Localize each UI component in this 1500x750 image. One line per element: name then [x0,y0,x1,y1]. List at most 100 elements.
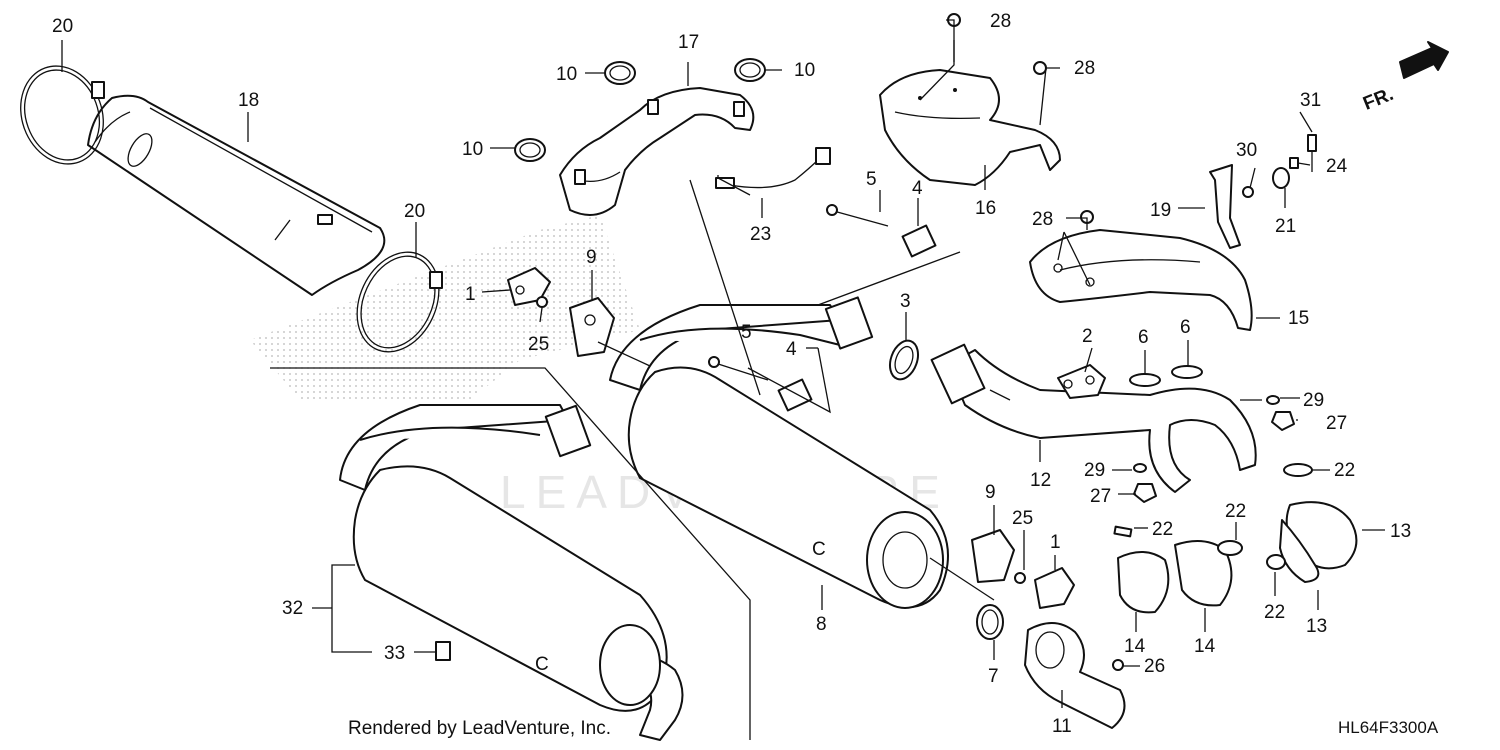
front-arrow-icon [1399,41,1449,79]
callout-17: 17 [678,32,699,53]
callout-7: 7 [988,666,999,687]
callout-10-b: 10 [794,60,815,81]
bracket-1-upper [507,267,551,306]
callout-29-a: 29 [1303,390,1324,411]
band-20-lower [356,251,443,353]
callout-25-a: 25 [528,334,549,355]
callout-29-b: 29 [1084,460,1105,481]
callout-22-a: 22 [1334,460,1355,481]
callout-22-c: 22 [1225,501,1246,522]
cover-13-lower [1279,519,1320,583]
footer-credit: Rendered by LeadVenture, Inc. [348,718,612,739]
callout-31: 31 [1300,90,1321,111]
callout-19: 19 [1150,200,1171,221]
callout-8: 8 [816,614,827,635]
callout-1-b: 1 [1050,532,1061,553]
cover-14-right [1174,540,1233,607]
gasket-6-a [1129,373,1161,387]
callout-14-b: 14 [1194,636,1216,657]
muffler-8: C [609,296,949,609]
bolt-5-lower [708,356,769,381]
bracket-2 [1057,364,1106,399]
callout-22-b: 22 [1152,519,1173,540]
bolt-5-upper [826,204,889,227]
nut-27-left [1133,483,1157,503]
callout-22-d: 22 [1264,602,1285,623]
nut-27-right [1271,411,1295,431]
nut-26 [1112,659,1124,671]
heat-shield-15 [1029,229,1253,331]
callout-13-b: 13 [1306,616,1327,637]
callout-28-b: 28 [1074,58,1095,79]
bolt-25-upper [536,296,548,308]
exhaust-pipe-12 [930,343,1257,493]
callout-18: 18 [238,90,259,111]
pipe-guard-17 [559,87,755,216]
gasket-6-b [1171,365,1203,379]
spring-4-lower [777,378,813,412]
callout-16: 16 [975,198,996,219]
clamp-22-c [1217,540,1243,556]
callout-30: 30 [1236,140,1257,161]
callout-9-a: 9 [586,247,597,268]
tail-pipe-11 [1024,622,1126,729]
spring-4-upper [901,224,937,258]
callout-4-a: 4 [912,178,923,199]
callout-26: 26 [1144,656,1165,677]
callout-24: 24 [1326,156,1348,177]
washer-29-right [1266,395,1280,405]
callout-13-a: 13 [1390,521,1411,542]
band-20-upper [20,65,105,165]
callout-33: 33 [384,643,405,664]
callout-20-a: 20 [52,16,73,37]
bolt-31 [1307,134,1317,172]
gasket-3 [888,339,920,381]
callout-4-b: 4 [786,339,797,360]
callout-32: 32 [282,598,303,619]
callout-6-b: 6 [1180,317,1191,338]
bracket-9-lower [971,529,1015,583]
bracket-19 [1209,164,1241,249]
plug-33 [435,641,451,661]
callout-2: 2 [1082,326,1093,347]
callout-11: 11 [1052,716,1072,737]
cover-14-left [1117,551,1170,614]
clamp-10-c [514,138,546,162]
muffler-assembly-32: C [339,404,684,741]
clamp-10-a [604,61,636,85]
heat-shield-16 [879,69,1061,186]
heat-shield-18 [87,94,386,296]
callout-14-a: 14 [1124,636,1146,657]
diagram-code: HL64F3300A [1338,718,1439,737]
callout-27-b: 27 [1090,486,1111,507]
nut-28-mid [1033,61,1047,75]
clamp-22-a [1283,463,1313,477]
callout-27-a: 27 [1326,413,1347,434]
clamp-22-d [1266,554,1286,570]
callout-3: 3 [900,291,911,312]
leader-lines [61,19,1385,708]
bolt-25-lower [1014,572,1026,584]
callout-20-b: 20 [404,201,425,222]
callout-10-a: 10 [556,64,577,85]
gasket-7 [976,604,1004,640]
callout-10-c: 10 [462,139,483,160]
front-marker: FR. [1360,84,1396,115]
callout-1-a: 1 [465,284,476,305]
callout-9-b: 9 [985,482,996,503]
callout-labels: 20 18 20 17 10 10 10 23 5 4 3 5 4 1 25 9… [52,11,1411,737]
washer-29-left [1133,463,1147,473]
callout-23: 23 [750,224,771,245]
o2-sensor-23 [715,147,831,189]
clamp-10-b [734,58,766,82]
bolt-30 [1242,186,1254,198]
assembly-outline [270,367,751,740]
clamp-22-b [1113,525,1133,538]
callout-5-a: 5 [866,169,877,190]
callout-6-a: 6 [1138,327,1149,348]
callout-12: 12 [1030,470,1051,491]
callout-21: 21 [1275,216,1296,237]
grommet-21 [1272,167,1290,189]
bracket-9-upper [569,297,615,357]
